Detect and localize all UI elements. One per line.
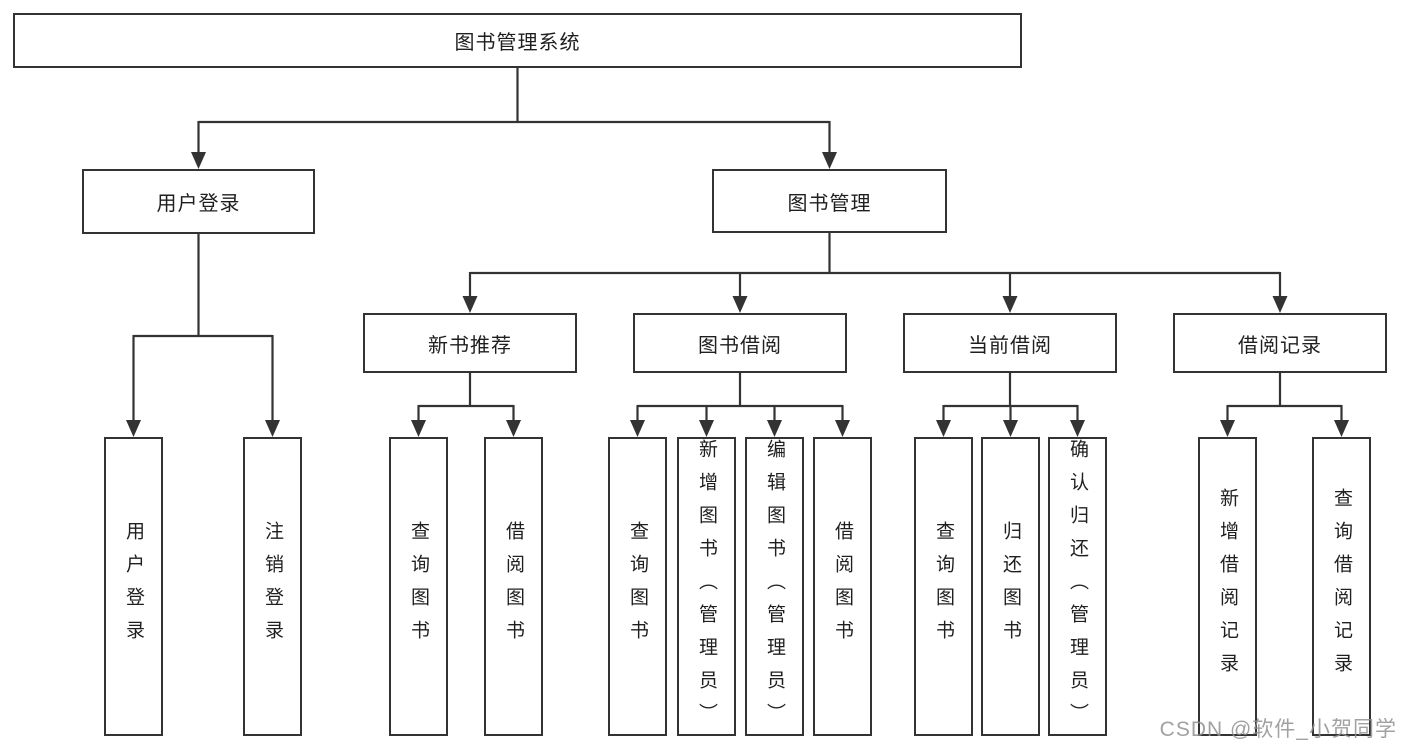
arrow-down-icon [699,420,714,437]
arrow-down-icon [822,152,837,169]
arrow-down-icon [732,296,748,313]
leaf-borrow-query-books: 查询图书 [608,437,667,736]
arrow-down-icon [1220,420,1235,437]
leaf-current-confirm-return-admin: 确认归还（管理员） [1048,437,1107,736]
arrow-down-icon [630,420,645,437]
arrow-down-icon [1334,420,1349,437]
arrow-down-icon [1002,296,1018,313]
node-user-login: 用户登录 [82,169,315,234]
arrow-down-icon [462,296,478,313]
arrow-down-icon [1272,296,1288,313]
watermark: CSDN @软件_小贺同学 [1159,718,1397,741]
connector-userlogin-to-leaves [132,234,274,423]
arrow-down-icon [506,420,521,437]
connector-records-to-leaves [1226,373,1343,423]
leaf-records-add-record: 新增借阅记录 [1198,437,1257,736]
leaf-logout: 注销登录 [243,437,302,736]
arrow-down-icon [1003,420,1018,437]
node-current-borrowing: 当前借阅 [903,313,1117,373]
arrow-down-icon [767,420,782,437]
node-borrowing-records: 借阅记录 [1173,313,1387,373]
leaf-user-login: 用户登录 [104,437,163,736]
arrow-down-icon [835,420,850,437]
arrow-down-icon [1070,420,1085,437]
node-new-book-recommendation: 新书推荐 [363,313,577,373]
connector-current-to-leaves [942,373,1079,423]
node-root: 图书管理系统 [13,13,1022,68]
leaf-current-query-books: 查询图书 [914,437,973,736]
leaf-borrow-add-books-admin: 新增图书（管理员） [677,437,736,736]
node-book-management: 图书管理 [712,169,947,233]
connector-borrow-to-leaves [636,373,844,423]
connector-bookmgmt-to-level2 [468,233,1282,299]
node-book-borrowing: 图书借阅 [633,313,847,373]
connector-recommend-to-leaves [417,373,515,423]
arrow-down-icon [126,420,141,437]
leaf-current-return-books: 归还图书 [981,437,1040,736]
leaf-records-query-record: 查询借阅记录 [1312,437,1371,736]
leaf-recommend-borrow-books: 借阅图书 [484,437,543,736]
leaf-borrow-borrow-books: 借阅图书 [813,437,872,736]
arrow-down-icon [265,420,280,437]
leaf-recommend-query-books: 查询图书 [389,437,448,736]
arrow-down-icon [191,152,206,169]
connector-root-to-level1 [197,68,831,155]
leaf-borrow-edit-books-admin: 编辑图书（管理员） [745,437,804,736]
arrow-down-icon [936,420,951,437]
arrow-down-icon [411,420,426,437]
